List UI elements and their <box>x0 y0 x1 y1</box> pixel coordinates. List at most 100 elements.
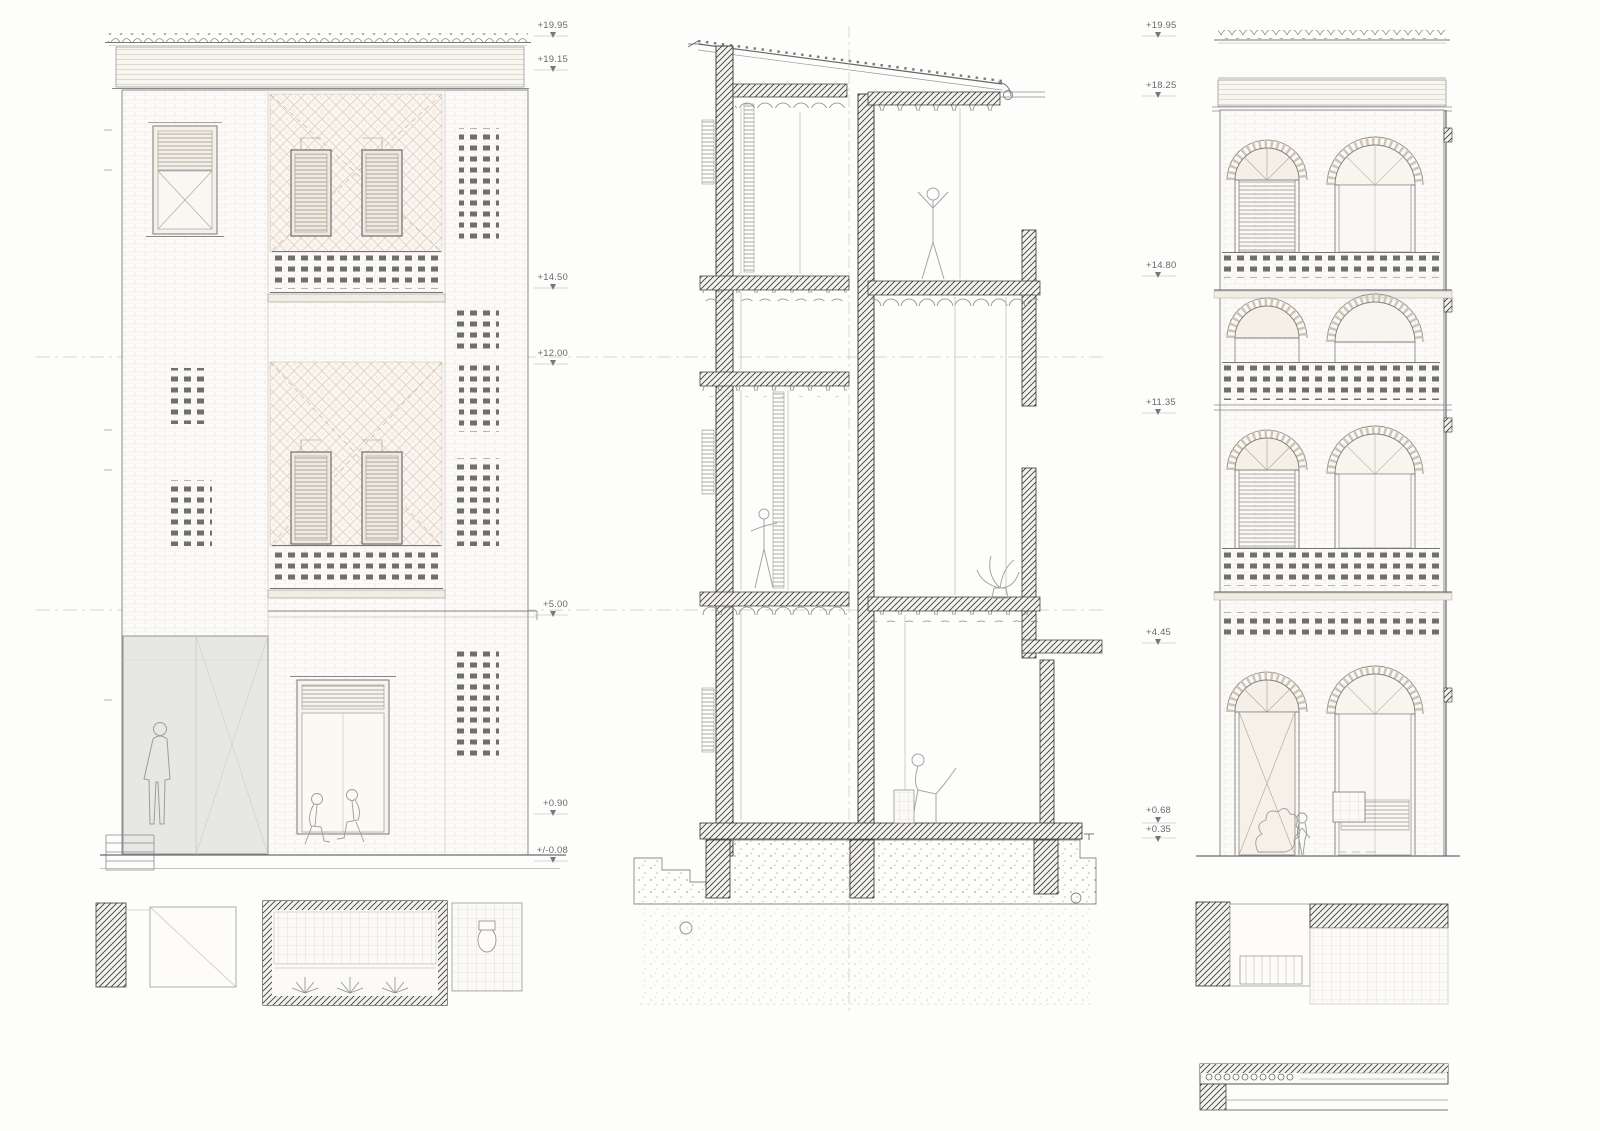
level-triangle-icon <box>1155 817 1161 823</box>
level-label: +18.25 <box>1146 80 1177 91</box>
front-elevation-drawing <box>100 33 566 871</box>
level-marker-left-6: +/-0.08 <box>528 845 568 863</box>
plan-wall-cut <box>1309 903 1449 929</box>
children-sitting <box>304 789 365 845</box>
gutter <box>997 81 1012 97</box>
entry-door <box>290 676 396 835</box>
arch-window-mid-left <box>1226 429 1308 549</box>
section-figures <box>750 187 1020 824</box>
brick-stack <box>1332 791 1366 823</box>
louver-details <box>701 103 785 753</box>
perforated-band <box>1222 612 1440 636</box>
mezzanine-arches <box>1226 293 1424 362</box>
level-marker-right-5: +0.68 <box>1146 805 1192 823</box>
person-reading <box>911 753 957 823</box>
plan-section-strip <box>95 900 523 1006</box>
perforation-cluster <box>459 128 499 240</box>
perforation-cluster <box>457 648 499 760</box>
courtyard-planter <box>262 900 448 1006</box>
perforation-cluster <box>455 306 499 350</box>
perforation-cluster <box>459 362 499 432</box>
level-marker-left-4: +5.00 <box>528 599 568 617</box>
perforated-band <box>1222 550 1440 586</box>
parapet-band <box>1217 79 1447 107</box>
jali-screen-upper <box>269 93 443 253</box>
toilet <box>477 927 497 953</box>
level-marker-right-2: +14.80 <box>1146 260 1192 278</box>
arch-window-upper-left <box>1226 139 1308 253</box>
level-label: +0.35 <box>1146 824 1172 835</box>
level-marker-left-5: +0.90 <box>528 798 568 816</box>
level-triangle-icon <box>550 360 556 366</box>
wall-detail-section <box>1199 1063 1449 1111</box>
arch-door-mid-right <box>1326 425 1424 549</box>
plan-wall-cut <box>1195 901 1231 987</box>
level-marker-right-4: +4.45 <box>1146 627 1192 645</box>
perforation-cluster <box>170 368 210 424</box>
level-triangle-icon <box>1155 92 1161 98</box>
level-marker-left-2: +14.50 <box>528 272 568 290</box>
cut-wall-left <box>715 45 734 857</box>
cut-wall-right <box>1021 467 1037 659</box>
level-label: +0.68 <box>1146 805 1172 816</box>
level-label: +5.00 <box>542 599 568 610</box>
level-label: +4.45 <box>1146 627 1172 638</box>
perforation-cluster <box>455 458 499 546</box>
footing <box>1033 839 1059 895</box>
floor-slabs-left <box>699 83 850 617</box>
level-triangle-icon <box>1155 272 1161 278</box>
footing <box>849 839 875 899</box>
potted-plant <box>976 555 1020 599</box>
person-stretching <box>917 187 949 280</box>
level-label: +0.90 <box>542 798 568 809</box>
level-marker-left-0: +19.95 <box>528 20 568 38</box>
level-triangle-icon <box>550 284 556 290</box>
parapet-band <box>115 46 525 88</box>
rear-figures <box>1255 808 1376 856</box>
perforated-band <box>1222 254 1440 278</box>
level-triangle-icon <box>550 611 556 617</box>
cut-wall-right <box>1021 229 1037 407</box>
plan-fragment-right <box>1195 901 1449 1005</box>
level-label: +19.15 <box>537 54 568 65</box>
person-standing <box>143 722 171 825</box>
level-marker-right-3: +11.35 <box>1146 397 1192 415</box>
perforated-band <box>1222 364 1440 400</box>
level-label: +19.95 <box>537 20 568 31</box>
perforation-cluster <box>166 480 212 546</box>
level-marker-right-1: +18.25 <box>1146 80 1192 98</box>
level-marker-right-6: +0.35 <box>1146 824 1192 842</box>
level-lines <box>534 35 1176 862</box>
level-triangle-icon <box>1155 409 1161 415</box>
level-label: +14.80 <box>1146 260 1177 271</box>
ground-slab <box>699 822 1083 840</box>
level-label: +14.50 <box>537 272 568 283</box>
planter-plants <box>291 977 409 994</box>
entry-steps <box>105 834 155 871</box>
tap <box>1084 833 1094 840</box>
level-triangle-icon <box>550 66 556 72</box>
level-label: +/-0.08 <box>536 845 568 856</box>
level-marker-left-1: +19.15 <box>528 54 568 72</box>
level-label: +12.00 <box>537 348 568 359</box>
level-label: +19.95 <box>1146 20 1177 31</box>
floor-slabs-right <box>867 91 1103 654</box>
foundation <box>633 833 1097 1005</box>
drain-pipe <box>1070 892 1082 904</box>
cut-wall-mid <box>857 93 875 857</box>
level-marker-right-0: +19.95 <box>1146 20 1192 38</box>
cantilever-slab <box>1021 639 1103 654</box>
balcony-parapet-upper <box>267 251 446 303</box>
level-triangle-icon <box>550 32 556 38</box>
level-triangle-icon <box>1155 32 1161 38</box>
storefront-ground <box>122 635 269 855</box>
brick-stack <box>893 789 915 824</box>
stair-plan <box>1239 955 1303 985</box>
balcony-parapet-middle <box>267 545 446 599</box>
upper-left-window <box>146 122 224 237</box>
level-triangle-icon <box>550 810 556 816</box>
cross-section-drawing <box>633 26 1103 1012</box>
bush <box>1255 808 1300 853</box>
arch-door-ground-right <box>1326 665 1424 856</box>
